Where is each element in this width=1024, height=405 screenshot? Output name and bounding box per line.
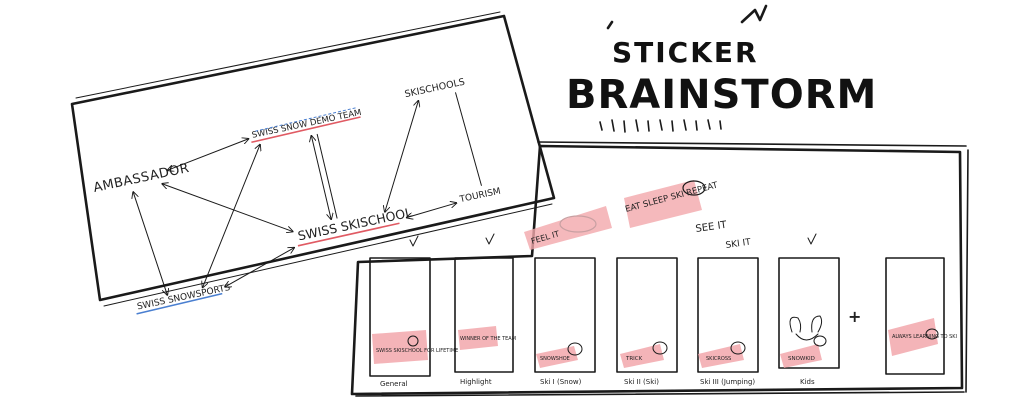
title-line-1: STICKER <box>612 36 759 69</box>
sticker-label-3: SNOWSHOE <box>540 356 570 362</box>
node-demo-team: SWISS SNOW DEMO TEAM <box>251 108 362 141</box>
plus-symbol: + <box>848 307 861 326</box>
feel-it-highlight <box>524 206 612 250</box>
check-marks <box>409 233 817 247</box>
sticker-board: FEEL IT EAT SLEEP SKI REPEAT SEE IT SKI … <box>350 141 969 397</box>
node-ambassador: AMBASSADOR <box>92 161 191 196</box>
card-5: SKICROSS Ski III (Jumping) <box>697 257 759 386</box>
caption-6: Kids <box>800 378 815 386</box>
card-1: SWISS SKISCHOOL FOR LIFETIME General <box>369 257 458 388</box>
card-3: SNOWSHOE Ski I (Snow) <box>534 257 596 386</box>
node-tourism: TOURISM <box>458 187 502 206</box>
card-6: SNOWKID Kids <box>778 257 840 386</box>
caption-4: Ski II (Ski) <box>624 378 659 386</box>
note-ski-it: SKI IT <box>725 237 752 250</box>
note-see-it: SEE IT <box>695 220 728 235</box>
card-7: ALWAYS LEARNING TO SKI <box>885 257 957 375</box>
sticker-label-6: SNOWKID <box>788 356 815 362</box>
mindmap-arrows <box>127 92 482 301</box>
sticker-label-5: SKICROSS <box>706 356 731 362</box>
caption-2: Highlight <box>460 378 492 386</box>
sticker-label-2: WINNER OF THE TEAM <box>460 336 516 342</box>
eat-sleep-highlight <box>624 180 702 228</box>
caption-1: General <box>380 380 408 388</box>
caption-5: Ski III (Jumping) <box>700 378 755 386</box>
sticker-label-4: TRICK <box>625 356 643 362</box>
title-line-2: BRAINSTORM <box>566 72 877 118</box>
card-2: WINNER OF THE TEAM Highlight <box>454 257 516 386</box>
sticker-label-7: ALWAYS LEARNING TO SKI <box>892 334 957 340</box>
title-block: STICKER BRAINSTORM <box>566 4 877 133</box>
sticker-label-1: SWISS SKISCHOOL FOR LIFETIME <box>376 348 458 354</box>
mindmap-sheet: AMBASSADOR SWISS SNOW DEMO TEAM SKISCHOO… <box>70 11 556 315</box>
card-4: TRICK Ski II (Ski) <box>616 257 678 386</box>
bunny-doodle-icon <box>789 315 823 341</box>
caption-3: Ski I (Snow) <box>540 378 582 386</box>
